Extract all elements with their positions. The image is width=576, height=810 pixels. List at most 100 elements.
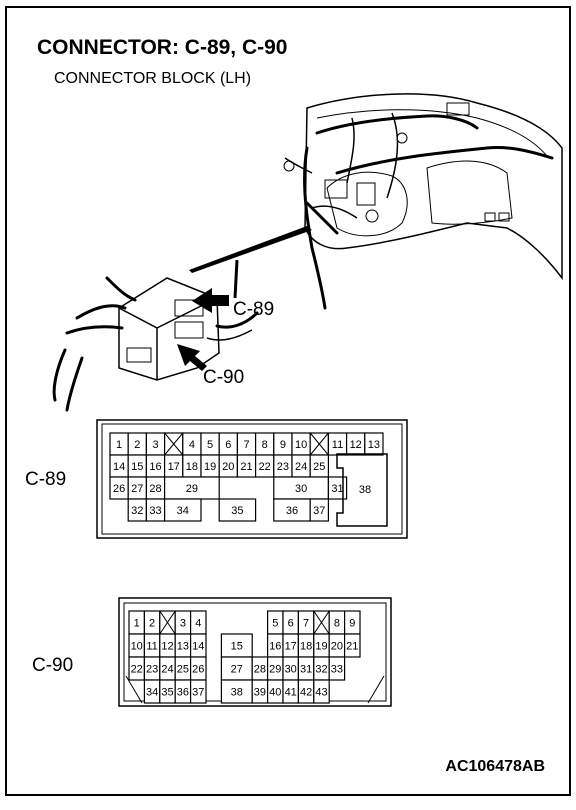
svg-text:42: 42 — [300, 687, 312, 699]
svg-text:38: 38 — [231, 687, 243, 699]
svg-text:30: 30 — [285, 664, 297, 676]
svg-text:33: 33 — [149, 505, 161, 517]
c89-side-cavity: 38 — [336, 453, 388, 527]
c90-pin-3: 3 — [174, 610, 192, 635]
svg-text:43: 43 — [315, 687, 327, 699]
svg-text:5: 5 — [272, 618, 278, 630]
c89-pin-33: 33 — [145, 498, 166, 522]
svg-text:37: 37 — [192, 687, 204, 699]
c90-pin-41: 41 — [282, 679, 299, 704]
svg-text:18: 18 — [186, 461, 198, 473]
svg-text:4: 4 — [189, 439, 195, 451]
svg-text:17: 17 — [168, 461, 180, 473]
dashboard-illustration — [189, 93, 563, 310]
svg-text:20: 20 — [222, 461, 234, 473]
c89-pin-9: 9 — [273, 432, 293, 456]
c90-pin-7: 7 — [297, 610, 315, 635]
svg-text:1: 1 — [116, 439, 122, 451]
c90-pin-33: 33 — [328, 656, 346, 681]
c90-pin-1: 1 — [128, 610, 145, 635]
c89-pin-28: 28 — [145, 476, 166, 500]
svg-text:13: 13 — [368, 439, 380, 451]
c90-pin-37: 37 — [190, 679, 207, 704]
svg-text:16: 16 — [269, 641, 281, 653]
svg-text:19: 19 — [315, 641, 327, 653]
svg-text:40: 40 — [269, 687, 281, 699]
c90-pin-12: 12 — [159, 633, 176, 658]
c89-pin-21: 21 — [236, 454, 257, 478]
c90-pin-25: 25 — [174, 656, 192, 681]
svg-text:1: 1 — [134, 618, 140, 630]
c90-pin-16: 16 — [267, 633, 284, 658]
svg-text:10: 10 — [295, 439, 307, 451]
svg-text:31: 31 — [300, 664, 312, 676]
c90-pin-42: 42 — [297, 679, 315, 704]
svg-text:36: 36 — [177, 687, 189, 699]
svg-text:23: 23 — [146, 664, 158, 676]
c90-pin-32: 32 — [313, 656, 330, 681]
svg-text:22: 22 — [131, 664, 143, 676]
c89-pin-34: 34 — [164, 498, 202, 522]
svg-text:35: 35 — [231, 505, 243, 517]
svg-text:12: 12 — [161, 641, 173, 653]
c90-pin-6: 6 — [282, 610, 299, 635]
c89-pin-23: 23 — [273, 454, 293, 478]
svg-text:32: 32 — [315, 664, 327, 676]
svg-text:35: 35 — [161, 687, 173, 699]
c89-pin-3: 3 — [145, 432, 166, 456]
c89-blocked-cavity — [164, 432, 184, 456]
svg-text:26: 26 — [192, 664, 204, 676]
c89-pin-35: 35 — [218, 498, 257, 522]
svg-text:37: 37 — [313, 505, 325, 517]
c89-callout-label: C-89 — [233, 299, 274, 320]
c89-pin-7: 7 — [236, 432, 257, 456]
c90-pin-31: 31 — [297, 656, 315, 681]
svg-text:8: 8 — [334, 618, 340, 630]
c89-pin-24: 24 — [291, 454, 311, 478]
svg-text:27: 27 — [231, 664, 243, 676]
c90-pin-10: 10 — [128, 633, 145, 658]
c90-pin-9: 9 — [344, 610, 361, 635]
c90-pin-4: 4 — [190, 610, 207, 635]
svg-text:16: 16 — [149, 461, 161, 473]
svg-text:5: 5 — [207, 439, 213, 451]
svg-text:20: 20 — [331, 641, 343, 653]
svg-text:14: 14 — [192, 641, 204, 653]
c90-pin-34: 34 — [143, 679, 161, 704]
svg-text:29: 29 — [186, 483, 198, 495]
svg-text:32: 32 — [131, 505, 143, 517]
c90-pin-5: 5 — [267, 610, 284, 635]
svg-text:23: 23 — [277, 461, 289, 473]
c90-pin-15: 15 — [220, 633, 253, 658]
c90-blocked-cavity — [159, 610, 176, 635]
c89-pin-17: 17 — [164, 454, 184, 478]
svg-text:6: 6 — [288, 618, 294, 630]
c90-pin-39: 39 — [251, 679, 269, 704]
svg-text:2: 2 — [134, 439, 140, 451]
svg-text:39: 39 — [254, 687, 266, 699]
c90-pin-2: 2 — [143, 610, 161, 635]
c90-callout-label: C-90 — [203, 367, 244, 388]
svg-text:30: 30 — [295, 483, 307, 495]
c89-pin-18: 18 — [182, 454, 202, 478]
c90-pin-36: 36 — [174, 679, 192, 704]
c89-pin-1: 1 — [109, 432, 129, 456]
svg-text:3: 3 — [180, 618, 186, 630]
c90-pin-28: 28 — [251, 656, 269, 681]
c90-pin-21: 21 — [344, 633, 361, 658]
c89-pin-15: 15 — [127, 454, 147, 478]
svg-text:7: 7 — [243, 439, 249, 451]
page-subtitle: CONNECTOR BLOCK (LH) — [54, 70, 252, 87]
c90-pin-17: 17 — [282, 633, 299, 658]
svg-text:41: 41 — [285, 687, 297, 699]
svg-text:24: 24 — [295, 461, 307, 473]
svg-text:11: 11 — [332, 439, 343, 451]
c90-blocked-cavity — [313, 610, 330, 635]
svg-text:22: 22 — [259, 461, 271, 473]
svg-text:29: 29 — [269, 664, 281, 676]
page-title: CONNECTOR: C-89, C-90 — [37, 36, 288, 59]
svg-text:13: 13 — [177, 641, 189, 653]
c90-pin-27: 27 — [220, 656, 253, 681]
